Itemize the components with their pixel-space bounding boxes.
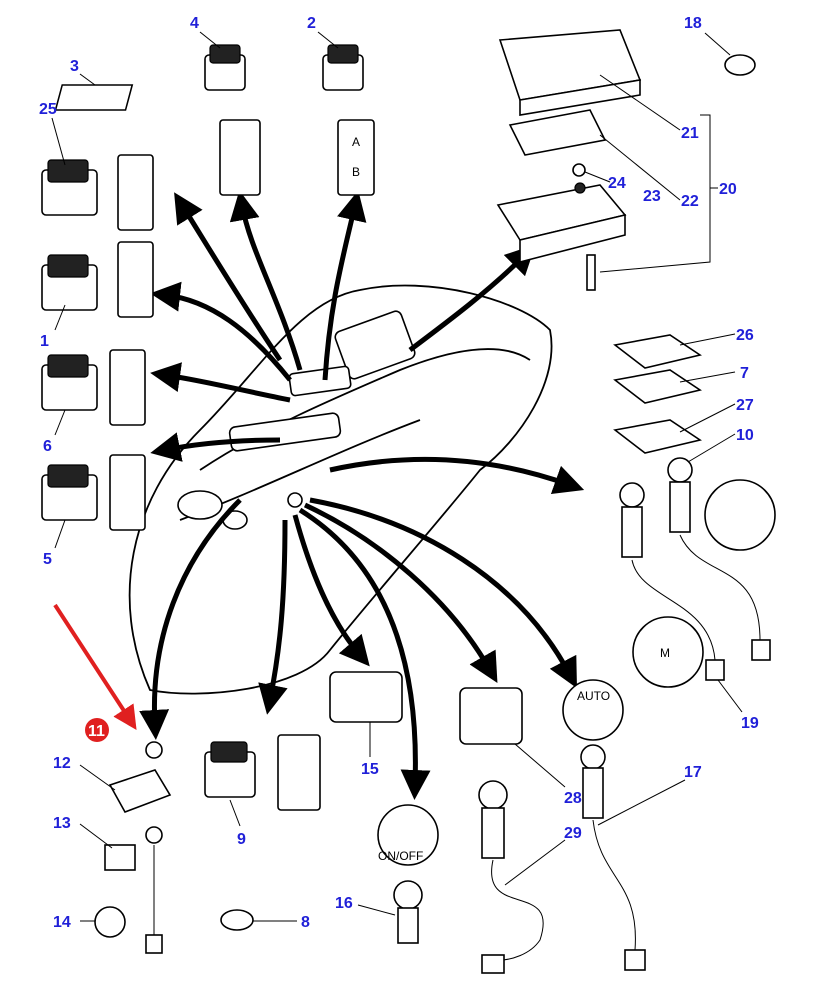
switch-label-b: B: [352, 165, 360, 179]
part-label-15: 15: [361, 761, 379, 778]
part-label-29: 29: [564, 825, 582, 842]
switch-legends: A B: [109, 119, 375, 811]
part-label-17: 17: [684, 764, 702, 781]
highlight-arrow: [53, 603, 137, 731]
part-label-16: 16: [335, 895, 353, 912]
part-label-25: 25: [39, 101, 57, 118]
part-label-14: 14: [53, 914, 71, 931]
cover-plate: [54, 84, 134, 111]
grommet-plates: [613, 334, 702, 454]
part-label-23: 23: [643, 188, 661, 205]
push-buttons: M AUTO ON/OFF: [94, 457, 776, 974]
part-label-2: 2: [307, 15, 316, 32]
on-off-label: ON/OFF: [378, 849, 423, 863]
part-label-13: 13: [53, 815, 71, 832]
part-label-12: 12: [53, 755, 71, 772]
auto-label: AUTO: [577, 689, 610, 703]
part-label-4: 4: [190, 15, 199, 32]
part-label-3: 3: [70, 58, 79, 75]
part-label-1: 1: [40, 333, 49, 350]
dashboard-housing: [128, 284, 553, 695]
part-label-8: 8: [301, 914, 310, 931]
part-label-21: 21: [681, 125, 699, 142]
part-label-6: 6: [43, 438, 52, 455]
part-label-7: 7: [740, 365, 749, 382]
part-label-22: 22: [681, 193, 699, 210]
part-label-26: 26: [736, 327, 754, 344]
part-label-24: 24: [608, 175, 626, 192]
part-label-11: 11: [88, 723, 105, 740]
control-module: [496, 29, 756, 291]
manual-symbol: M: [660, 646, 670, 660]
part-label-19: 19: [741, 715, 759, 732]
part-label-18: 18: [684, 15, 702, 32]
part-label-27: 27: [736, 397, 754, 414]
leader-lines: [51, 31, 743, 922]
part-label-20: 20: [719, 181, 737, 198]
highlight-badge: [85, 718, 109, 742]
part-label-28: 28: [564, 790, 582, 807]
part-label-5: 5: [43, 551, 52, 568]
switch-label-a: A: [352, 135, 360, 149]
callout-arrows: [139, 190, 585, 800]
part-label-10: 10: [736, 427, 754, 444]
part-label-9: 9: [237, 831, 246, 848]
rocker-switches: [41, 44, 364, 798]
part-number-labels: 1 2 3 4 5 6 7 8 9 10 11 12 13 14 15 16 1…: [39, 15, 759, 931]
